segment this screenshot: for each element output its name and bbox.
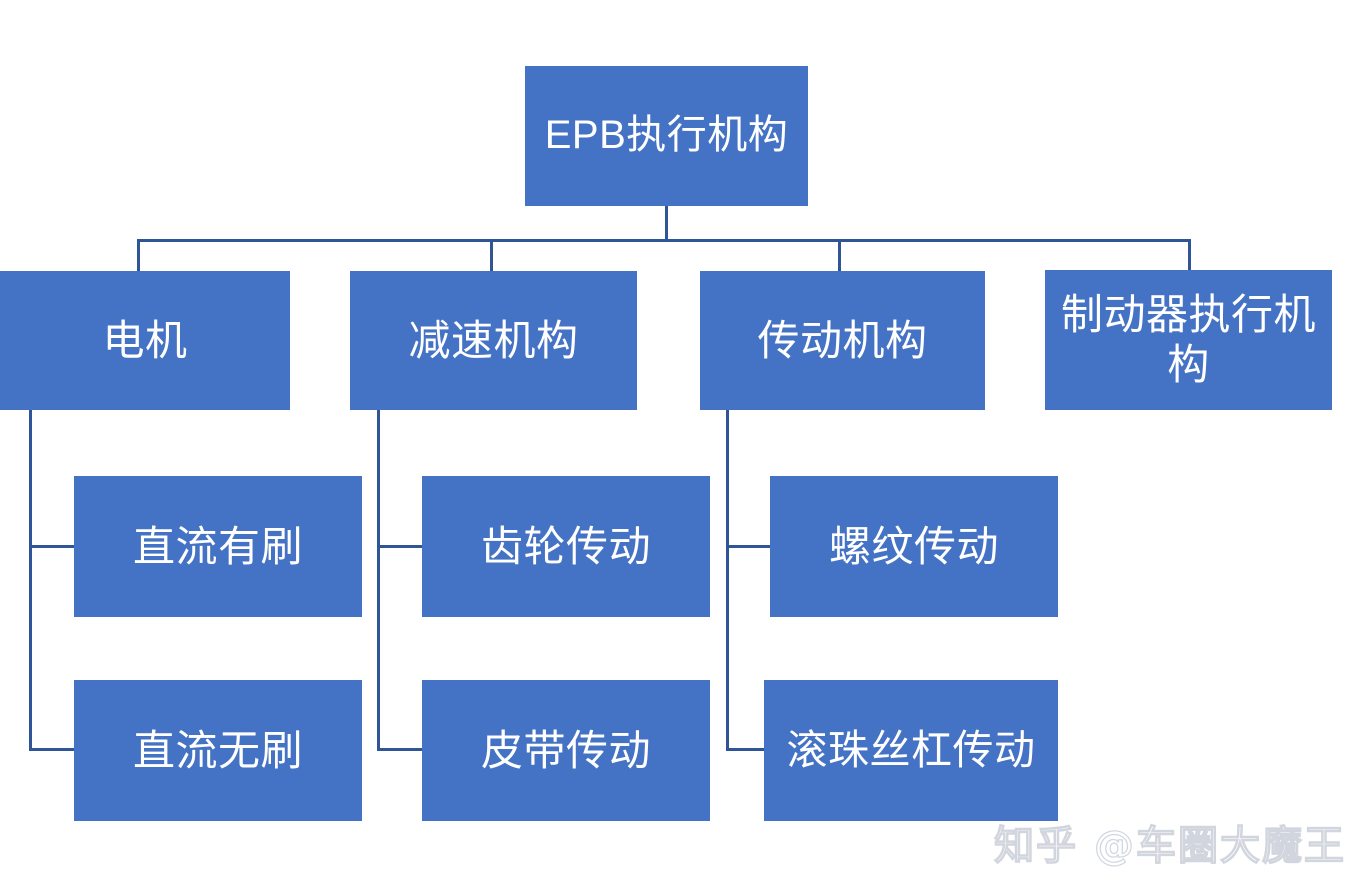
connector-reduction-to-belt-drive — [377, 748, 423, 751]
node-level2-transmission-mechanism[interactable]: 传动机构 — [700, 271, 985, 410]
node-level3-belt-drive[interactable]: 皮带传动 — [422, 680, 710, 821]
node-level2-motor[interactable]: 电机 — [0, 271, 290, 410]
connector-reduction-spine — [377, 410, 380, 748]
connector-drop-motor — [137, 239, 140, 272]
node-level3-dc-brushless[interactable]: 直流无刷 — [74, 680, 362, 821]
connector-motor-to-dc-brushed — [29, 545, 75, 548]
connector-transmission-to-ballscrew-drive — [726, 748, 766, 751]
connector-level2-bus — [137, 239, 1191, 242]
connector-root-stem — [665, 206, 668, 242]
node-root-epb-actuator[interactable]: EPB执行机构 — [525, 66, 808, 206]
connector-transmission-to-thread-drive — [726, 545, 772, 548]
zhihu-watermark: 知乎 @车圈大魔王 — [993, 822, 1346, 869]
connector-drop-brake-actuator — [1188, 239, 1191, 272]
connector-motor-to-dc-brushless — [29, 748, 75, 751]
node-level2-brake-actuator-mechanism[interactable]: 制动器执行机构 — [1045, 270, 1332, 410]
node-level2-reduction-mechanism[interactable]: 减速机构 — [350, 271, 637, 410]
connector-drop-transmission — [838, 239, 841, 272]
connector-drop-reduction — [490, 239, 493, 272]
node-level3-thread-drive[interactable]: 螺纹传动 — [770, 476, 1058, 617]
node-level3-dc-brushed[interactable]: 直流有刷 — [74, 476, 362, 617]
connector-reduction-to-gear-drive — [377, 545, 423, 548]
node-level3-gear-drive[interactable]: 齿轮传动 — [422, 476, 710, 617]
node-level3-ball-screw-drive[interactable]: 滚珠丝杠传动 — [764, 680, 1058, 821]
connector-motor-spine — [29, 410, 32, 748]
connector-transmission-spine — [726, 410, 729, 748]
